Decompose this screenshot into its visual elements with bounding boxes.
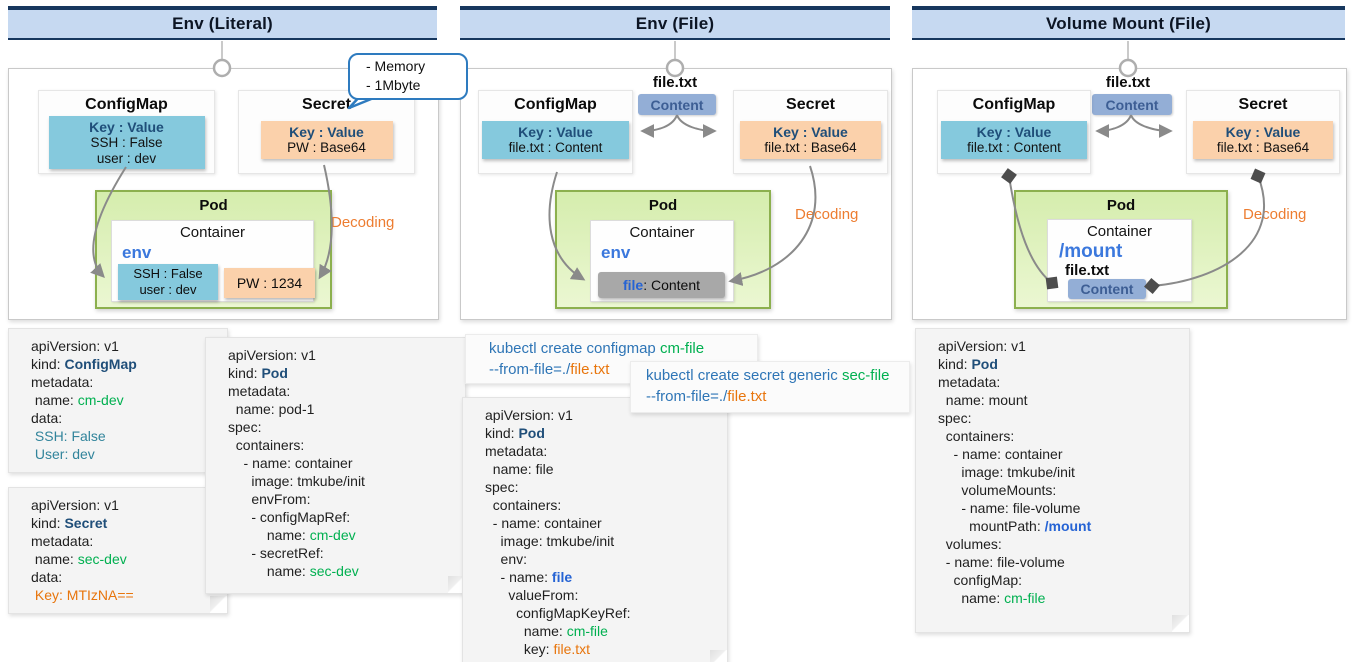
env-label: env [601,243,631,262]
configmap-kv-chip: Key : Value SSH : False user : dev [48,116,205,169]
kubectl-create-secret-cmd: kubectl create secret generic sec-file--… [630,361,910,413]
container-title: Container [1086,223,1153,240]
panel-header-env-file: Env (File) [460,6,890,40]
configmap-kv-chip: Key : Value file.txt : Content [482,121,629,159]
mount-path-label: /mount [1059,241,1123,262]
file-content-chip: Content [638,94,716,115]
configmap-node: ConfigMap Key : Value SSH : False user :… [38,90,215,174]
configmap-kv-chip: Key : Value file.txt : Content [941,121,1087,159]
configmap-title: ConfigMap [85,96,168,113]
pod-title: Pod [648,197,678,214]
kv-row: file.txt : Base64 [764,140,857,155]
panel-header-volume-mount: Volume Mount (File) [912,6,1345,40]
kv-row: SSH : False [90,135,163,150]
configmap-title: ConfigMap [514,96,597,113]
kv-header: Key : Value [1225,124,1301,140]
file-label: file.txt [1105,74,1151,91]
secret-title: Secret [302,96,351,113]
kv-header: Key : Value [518,124,593,140]
container-box: Container env SSH : False user : dev PW … [111,220,315,302]
kv-header: Key : Value [773,124,848,140]
kv-row: user : dev [96,150,157,166]
kv-row: file.txt : Content [967,140,1061,155]
container-title: Container [629,224,695,241]
pod-box: Pod Container env SSH : False user : dev… [95,190,332,309]
kv-row: PW : Base64 [287,140,366,155]
configmap-title: ConfigMap [972,96,1056,113]
kv-row: file.txt : Base64 [1216,140,1310,155]
container-box: Container env file : Content [590,220,734,302]
kv-header: Key : Value [289,124,364,140]
env-chip-file: file : Content [598,272,725,298]
container-title: Container [179,224,246,241]
env-chip-secret: PW : 1234 [224,268,315,298]
decoding-label: Decoding [1243,206,1307,223]
decoding-label: Decoding [331,214,395,231]
env-chip-configmap: SSH : False user : dev [118,264,218,300]
container-box: Container /mount file.txt Content [1047,219,1192,302]
secret-title: Secret [1238,96,1288,113]
secret-kv-chip: Key : Value file.txt : Base64 [1193,121,1333,159]
secret-kv-chip: Key : Value PW : Base64 [260,121,393,159]
mounted-content-chip: Content [1068,279,1146,299]
secret-title: Secret [786,96,835,113]
secret-node: Secret Key : Value file.txt : Base64 [733,90,888,174]
pod-title: Pod [1106,197,1136,214]
configmap-node: ConfigMap Key : Value file.txt : Content [478,90,633,174]
panel-title: Env (File) [635,14,715,33]
kv-row: file.txt : Content [508,140,603,155]
kv-header: Key : Value [976,124,1052,140]
secret-node: Secret Key : Value file.txt : Base64 [1186,90,1340,174]
configmap-node: ConfigMap Key : Value file.txt : Content [937,90,1091,174]
callout-line: - Memory [366,58,426,74]
env-chip-line: SSH : False [133,266,203,281]
env-label: env [122,243,152,262]
decoding-label: Decoding [795,206,859,223]
pod-box: Pod Container /mount file.txt Content [1014,190,1228,309]
env-chip-line: PW : 1234 [236,275,303,291]
panel-title: Env (Literal) [172,14,273,33]
panel-title: Volume Mount (File) [1046,14,1211,33]
file-content-chip: Content [1092,94,1172,115]
panel-header-env-literal: Env (Literal) [8,6,437,40]
secret-kv-chip: Key : Value file.txt : Base64 [740,121,881,159]
env-chip-line: user : dev [139,282,197,297]
secret-callout-bubble: - Memory - 1Mbyte [348,53,468,100]
pod-title: Pod [199,197,228,214]
pod-box: Pod Container env file : Content [555,190,771,309]
mounted-file-label: file.txt [1065,262,1110,279]
callout-line: - 1Mbyte [366,77,421,93]
file-label: file.txt [652,74,698,91]
kv-header: Key : Value [89,119,164,135]
secret-node: Secret Key : Value PW : Base64 [238,90,415,174]
